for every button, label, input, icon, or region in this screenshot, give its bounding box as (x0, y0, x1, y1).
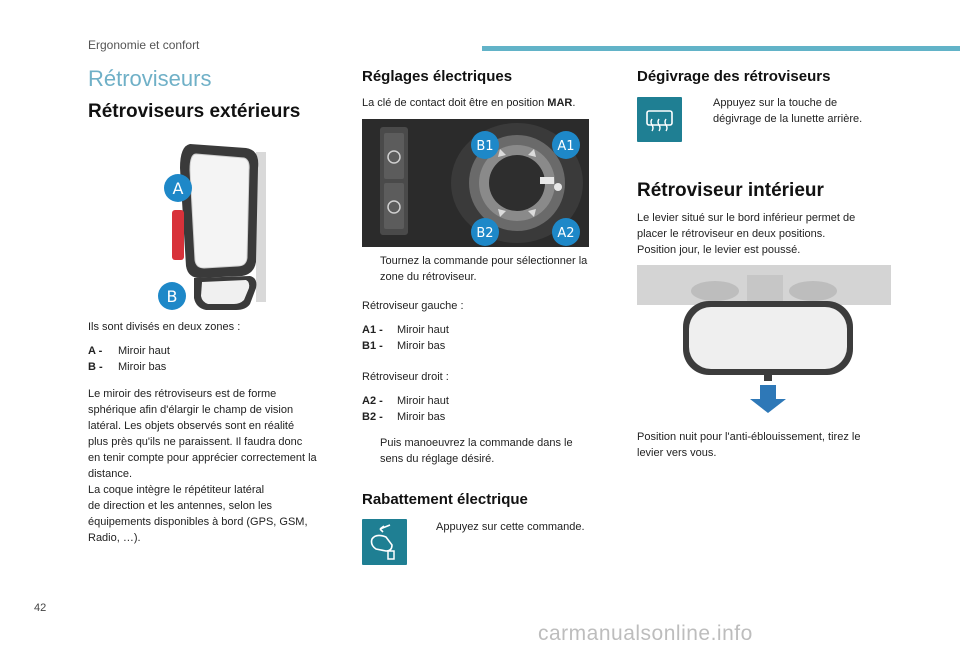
watermark: carmanualsonline.info (538, 622, 753, 645)
header-accent-bar (482, 46, 960, 51)
fold-mirror-icon (370, 524, 395, 560)
mirror-control-illustration: B1 A1 B2 A2 (362, 119, 589, 247)
zones-intro: Ils sont divisés en deux zones : (88, 321, 241, 333)
heading-mirror-defrost: Dégivrage des rétroviseurs (637, 68, 831, 85)
zone-row: A1 -Miroir haut (362, 324, 449, 336)
zone-row: B1 -Miroir bas (362, 340, 446, 352)
exterior-mirror-illustration: A B (158, 144, 266, 310)
page-number: 42 (34, 602, 47, 614)
bullet-operate-control: Puis manoeuvrez la commande dans le sens… (380, 437, 573, 465)
figure-label-a: A (173, 179, 184, 198)
interior-mirror-illustration (637, 265, 891, 423)
rear-defrost-icon (646, 110, 673, 132)
figure-label-b1: B1 (476, 139, 493, 154)
page-title: Rétroviseurs (88, 66, 212, 91)
night-position-note: Position nuit pour l'anti-éblouissement,… (637, 431, 861, 459)
heading-exterior-mirrors: Rétroviseurs extérieurs (88, 101, 301, 122)
heading-interior-mirror: Rétroviseur intérieur (637, 180, 824, 201)
interior-mirror-description: Le levier situé sur le bord inférieur pe… (637, 212, 856, 256)
running-header: Ergonomie et confort (88, 38, 200, 52)
fold-mirror-button[interactable] (362, 519, 407, 565)
zone-row: A -Miroir haut (88, 345, 170, 357)
key-position-value: MAR (547, 97, 573, 109)
zones-list: A -Miroir haut B -Miroir bas (88, 343, 338, 375)
mirror-description: Le miroir des rétroviseurs est de forme … (88, 388, 317, 544)
bullet-glyph (362, 253, 380, 269)
right-mirror-zones: A2 -Miroir haut B2 -Miroir bas (362, 393, 449, 425)
defrost-button[interactable] (637, 97, 682, 142)
figure-label-b: B (167, 287, 178, 306)
right-mirror-label: Rétroviseur droit : (362, 371, 449, 383)
zone-row: B2 -Miroir bas (362, 411, 446, 423)
figure-label-a1: A1 (557, 139, 574, 154)
heading-electric-settings: Réglages électriques (362, 68, 513, 85)
left-mirror-zones: A1 -Miroir haut B1 -Miroir bas (362, 322, 449, 354)
zone-row: A2 -Miroir haut (362, 395, 449, 407)
key-position-note: La clé de contact doit être en position … (362, 97, 576, 109)
figure-label-b2: B2 (476, 226, 493, 241)
zone-row: B -Miroir bas (88, 361, 167, 373)
left-mirror-label: Rétroviseur gauche : (362, 300, 464, 312)
bullet-fold: Appuyez sur cette commande. (436, 521, 585, 533)
bullet-defrost: Appuyez sur la touche de dégivrage de la… (713, 97, 863, 125)
figure-label-a2: A2 (557, 226, 574, 241)
heading-electric-folding: Rabattement électrique (362, 491, 528, 508)
bullet-turn-control: Tournez la commande pour sélectionner la… (362, 253, 607, 285)
